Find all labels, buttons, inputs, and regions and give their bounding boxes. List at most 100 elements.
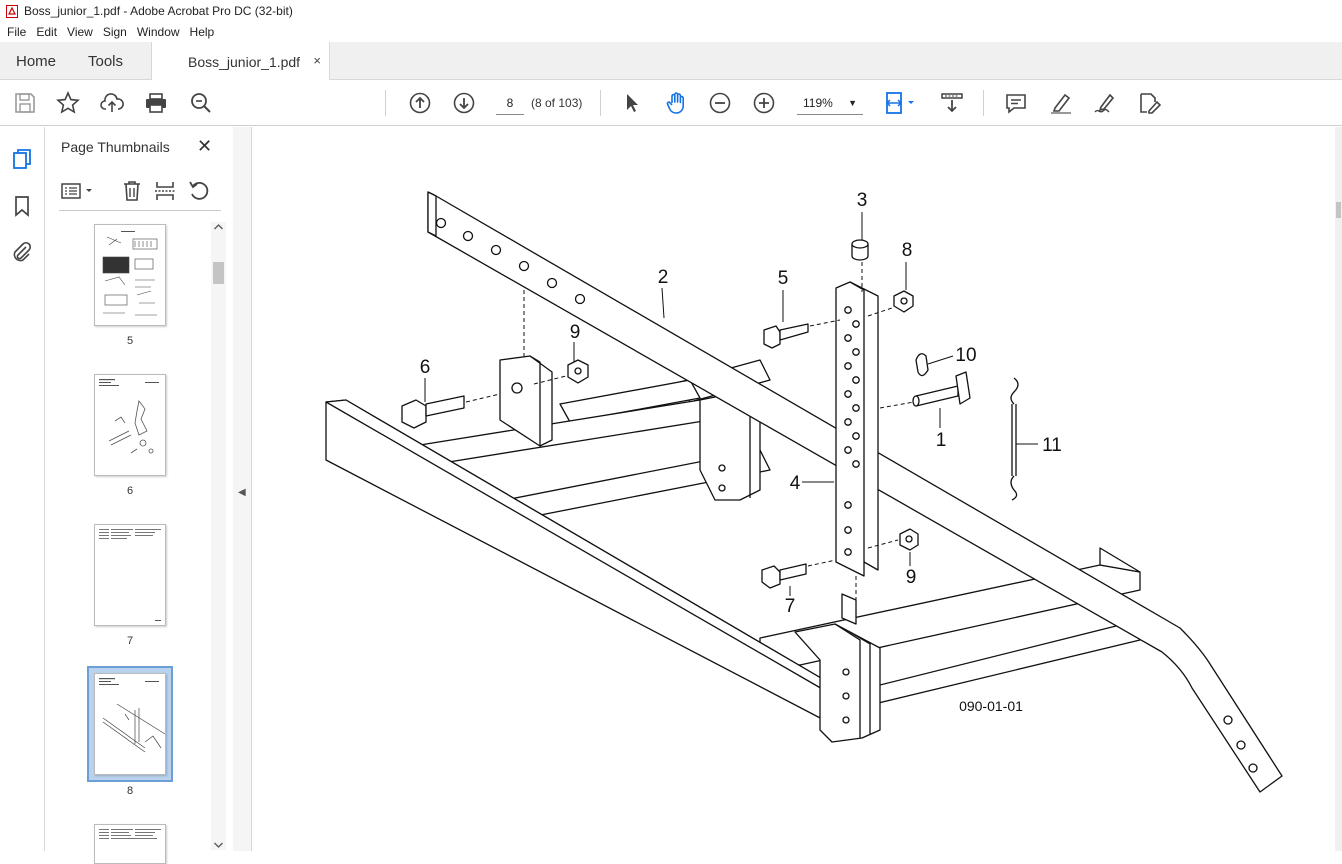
thumbnail-scrollbar[interactable]	[211, 222, 226, 850]
bolt-shank	[779, 323, 809, 341]
assembly-lines	[465, 262, 915, 600]
callout-11: 11	[1042, 435, 1062, 456]
upload-icon[interactable]	[100, 91, 124, 115]
panel-toolbar	[59, 179, 219, 203]
leader-lines	[424, 212, 1038, 596]
thumbnail-page-7[interactable]	[94, 524, 166, 626]
zoom-in-icon[interactable]	[752, 91, 776, 115]
attachment-icon[interactable]	[10, 240, 34, 264]
plate-hole	[852, 348, 860, 356]
star-icon[interactable]	[56, 91, 80, 115]
bolt-head	[401, 399, 427, 429]
front-beam	[325, 399, 839, 721]
toolbar-separator	[600, 90, 601, 116]
drawbar-hole	[1236, 740, 1246, 750]
save-icon[interactable]	[13, 91, 37, 115]
menu-file[interactable]: File	[7, 25, 27, 39]
next-page-icon[interactable]	[452, 91, 476, 115]
drawbar	[427, 191, 1283, 793]
callout-5: 5	[778, 268, 789, 289]
document-view[interactable]: 3 8 2 5 9 10 6 1 11 4 9 7 090-01-01	[252, 127, 1335, 851]
menu-edit[interactable]: Edit	[36, 25, 58, 39]
chevron-down-icon: ▼	[848, 98, 857, 108]
thumbnail-preview	[99, 678, 165, 753]
bracket-hole	[718, 464, 726, 472]
scroll-down-icon[interactable]	[213, 840, 224, 850]
page-fit-icon[interactable]	[884, 91, 920, 115]
panel-title: Page Thumbnails	[61, 139, 170, 155]
sign-icon[interactable]	[1093, 91, 1117, 115]
panel-divider	[59, 210, 221, 211]
thumbnail-page-5[interactable]	[94, 224, 166, 326]
plate-hole	[852, 432, 860, 440]
callout-3: 3	[857, 190, 868, 211]
select-cursor-icon[interactable]	[620, 91, 644, 115]
bolt-head	[763, 325, 781, 349]
nut-hole	[905, 535, 913, 543]
menu-sign[interactable]: Sign	[102, 25, 127, 39]
panel-collapse-handle[interactable]: ◀	[233, 127, 252, 851]
menu-window[interactable]: Window	[136, 25, 180, 39]
bracket-hole	[842, 716, 850, 724]
callout-9-left: 9	[570, 322, 581, 343]
pin-head	[955, 371, 971, 405]
bolt-head	[761, 565, 781, 589]
plate-hole	[844, 362, 852, 370]
highlight-icon[interactable]	[1049, 91, 1073, 115]
zoom-value: 119%	[803, 96, 833, 110]
scroll-up-icon[interactable]	[213, 222, 224, 232]
nut-hole	[900, 297, 908, 305]
drawbar-hole	[1248, 763, 1258, 773]
panel-close-icon[interactable]: ✕	[197, 136, 213, 156]
tab-close-icon[interactable]: ×	[313, 53, 321, 68]
drawbar-hole	[435, 217, 447, 229]
thumbnail-page-6[interactable]	[94, 374, 166, 476]
rotate-icon[interactable]	[187, 179, 211, 203]
search-zoom-icon[interactable]	[189, 91, 213, 115]
bolt-shank	[425, 395, 465, 417]
rear-bracket-edges	[834, 623, 871, 738]
callout-8: 8	[902, 240, 913, 261]
tab-bar: Home Tools Boss_junior_1.pdf ×	[0, 42, 1342, 81]
drawbar-hole	[518, 260, 530, 272]
thumbnail-page-9[interactable]	[94, 824, 166, 864]
page-thumbnails-icon[interactable]	[10, 147, 34, 171]
insert-page-icon[interactable]	[153, 179, 177, 203]
plate-hole	[852, 376, 860, 384]
page-number-input[interactable]: 8	[496, 91, 524, 115]
callout-1: 1	[936, 430, 947, 451]
tab-tools[interactable]: Tools	[88, 52, 124, 70]
callout-4: 4	[790, 473, 801, 494]
pin-shaft	[915, 385, 959, 407]
tab-document[interactable]: Boss_junior_1.pdf ×	[151, 42, 330, 81]
zoom-out-icon[interactable]	[708, 91, 732, 115]
scrollbar-thumb[interactable]	[213, 262, 224, 284]
menu-view[interactable]: View	[67, 25, 93, 39]
scroll-mode-icon[interactable]	[940, 91, 964, 115]
plate-hole	[844, 418, 852, 426]
menu-bar: File Edit View Sign Window Help	[0, 22, 1342, 42]
scrollbar-thumb[interactable]	[1336, 202, 1341, 218]
plate-hole	[844, 548, 852, 556]
bolt-shank	[779, 563, 807, 581]
menu-help[interactable]: Help	[189, 25, 215, 39]
thumbnail-options-icon[interactable]	[61, 181, 97, 201]
zoom-select[interactable]: 119% ▼	[797, 91, 863, 115]
bracket-hole	[718, 484, 726, 492]
drawbar-hole	[1223, 715, 1233, 725]
prev-page-icon[interactable]	[408, 91, 432, 115]
thumbnail-page-8[interactable]	[94, 673, 166, 775]
bookmark-icon[interactable]	[10, 194, 34, 218]
delete-icon[interactable]	[120, 179, 144, 203]
lower-plate	[841, 593, 857, 625]
figure-code: 090-01-01	[959, 698, 1023, 714]
exploded-parts-drawing: 3 8 2 5 9 10 6 1 11 4 9 7 090-01-01	[325, 190, 1283, 793]
hand-icon[interactable]	[664, 91, 688, 115]
document-scrollbar[interactable]	[1335, 127, 1342, 851]
comment-icon[interactable]	[1004, 91, 1028, 115]
edit-pdf-icon[interactable]	[1137, 91, 1162, 115]
frame-part	[1099, 547, 1141, 573]
print-icon[interactable]	[144, 91, 168, 115]
tab-home[interactable]: Home	[16, 52, 57, 70]
window-title: Boss_junior_1.pdf - Adobe Acrobat Pro DC…	[24, 4, 293, 18]
